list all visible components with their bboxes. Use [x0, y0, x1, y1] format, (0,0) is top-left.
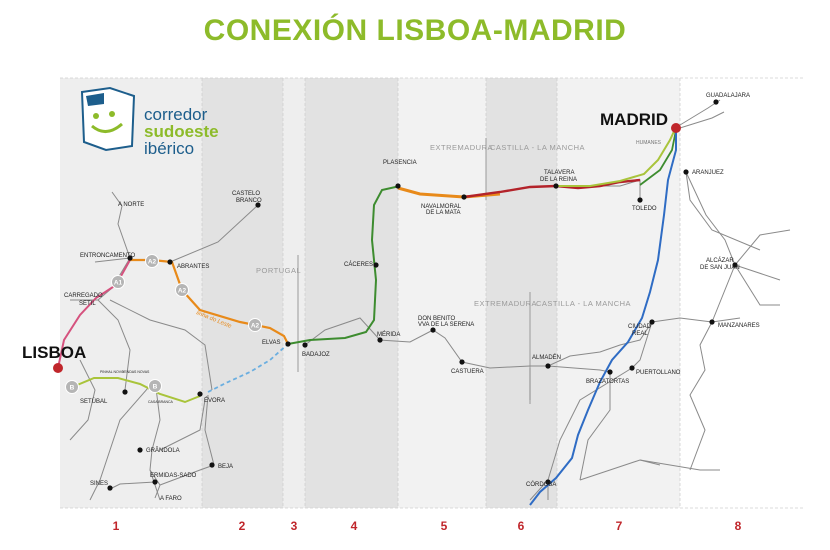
road-label-carregado: CARREGADO [64, 293, 103, 299]
road-label-pinhal-novo: PINHAL NOVO [100, 370, 124, 374]
city-talavera-1: TALAVERA [544, 170, 574, 176]
section-number-2: 2 [239, 519, 246, 533]
city-labels: ENTRONCAMENTO ABRANTES CASTELO BRANCO EL… [80, 93, 760, 488]
road-label-casa-branca: CASA BRANCA [148, 400, 174, 404]
city-aranjuez: ARANJUEZ [692, 170, 724, 176]
svg-text:B: B [153, 384, 158, 391]
road-network [69, 99, 791, 501]
green-main-line [287, 185, 401, 345]
logo: corredor sudoeste ibérico [80, 86, 219, 158]
blue-line [529, 128, 677, 506]
city-castelo-branco-2: BRANCO [236, 198, 262, 204]
region-extremadura-north: EXTREMADURA [430, 143, 493, 152]
region-portugal: PORTUGAL [256, 266, 301, 275]
city-manzanares: MANZANARES [718, 323, 760, 329]
green-top-line [639, 129, 677, 186]
city-markers [53, 99, 738, 491]
city-caceres: CÁCERES [344, 261, 373, 268]
svg-text:A2: A2 [251, 323, 260, 330]
logo-line1: corredor [144, 105, 208, 124]
city-navalmoral-1: NAVALMORAL [421, 204, 462, 210]
sign-a2-top: A2 [145, 254, 159, 268]
city-merida: MÉRIDA [377, 331, 400, 338]
region-castilla-north: CASTILLA - LA MANCHA [490, 143, 585, 152]
city-toledo: TOLEDO [632, 206, 657, 212]
svg-text:B: B [70, 385, 75, 392]
city-beja: BEJA [218, 464, 233, 470]
region-castilla-south: CASTILLA - LA MANCHA [536, 299, 631, 308]
city-alcazar-1: ALCÁZAR [706, 257, 734, 264]
city-abrantes: ABRANTES [177, 264, 209, 270]
city-humanes: HUMANES [636, 140, 662, 146]
city-plasencia: PLASENCIA [383, 160, 417, 166]
region-extremadura-south: EXTREMADURA [474, 299, 537, 308]
city-alcazar-2: DE SAN JUAN [700, 265, 740, 271]
city-don-benito-2: VVA DE LA SERENA [418, 322, 474, 328]
sign-b-left: B [65, 380, 79, 394]
city-brazatortas: BRAZATORTAS [586, 379, 629, 385]
section-number-3: 3 [291, 519, 298, 533]
madrid-label: MADRID [600, 110, 668, 129]
sign-a2-bottom: A2 [248, 318, 262, 332]
sign-b-right: B [148, 379, 162, 393]
svg-text:A2: A2 [148, 259, 157, 266]
svg-text:A2: A2 [178, 288, 187, 295]
section-number-4: 4 [351, 519, 358, 533]
city-don-benito-1: DON BENITO [418, 316, 456, 322]
road-label-setil: SETIL [79, 301, 96, 307]
highway-signs: A1 A2 A2 A2 B B [65, 254, 262, 394]
section-bands [60, 77, 805, 509]
section-number-6: 6 [518, 519, 525, 533]
city-ciudad-real-1: CIUDAD [628, 324, 652, 330]
lisboa-label: LISBOA [22, 343, 86, 362]
section-number-7: 7 [616, 519, 623, 533]
sign-a2-mid: A2 [175, 283, 189, 297]
section-number-8: 8 [735, 519, 742, 533]
city-elvas: ELVAS [262, 340, 280, 346]
city-castelo-branco-1: CASTELO [232, 191, 260, 197]
city-setubal: SETÚBAL [80, 398, 108, 405]
svg-text:A1: A1 [114, 280, 123, 287]
city-puertollano: PUERTOLLANO [636, 370, 681, 376]
section-number-1: 1 [113, 519, 120, 533]
sign-a1: A1 [111, 275, 125, 289]
road-label-a-faro: A FARO [160, 496, 182, 502]
road-label-vendas-novas: VENDAS NOVAS [122, 370, 150, 374]
smiling-map-face-icon [80, 86, 136, 152]
city-castuera: CASTUERA [451, 369, 484, 375]
city-talavera-2: DE LA REINA [540, 177, 577, 183]
city-evora: ÉVORA [204, 397, 225, 404]
road-label-a-norte: A NORTE [118, 202, 144, 208]
city-badajoz: BADAJOZ [302, 352, 330, 358]
city-guadalajara: GUADALAJARA [706, 93, 750, 99]
city-cordoba: CÓRDOBA [526, 481, 556, 488]
logo-line2: sudoeste [144, 122, 219, 141]
city-almaden: ALMADÉN [532, 354, 561, 361]
city-ciudad-real-2: REAL [632, 331, 648, 337]
lisboa-marker [53, 363, 63, 373]
city-navalmoral-2: DE LA MATA [426, 210, 460, 216]
madrid-marker [671, 123, 681, 133]
city-ermidas-sado: ERMIDAS-SADO [150, 473, 197, 479]
section-number-5: 5 [441, 519, 448, 533]
page-title: CONEXIÓN LISBOA-MADRID [203, 14, 627, 47]
section-numbers: 1 2 3 4 5 6 7 8 [113, 519, 742, 533]
city-entroncamento: ENTRONCAMENTO [80, 253, 136, 259]
dashed-line [207, 343, 289, 393]
city-sines: SINES [90, 481, 108, 487]
lime-top-line [556, 126, 677, 187]
city-grandola: GRÂNDOLA [146, 447, 180, 454]
lime-south-line [69, 377, 201, 404]
logo-line3: ibérico [144, 139, 194, 158]
